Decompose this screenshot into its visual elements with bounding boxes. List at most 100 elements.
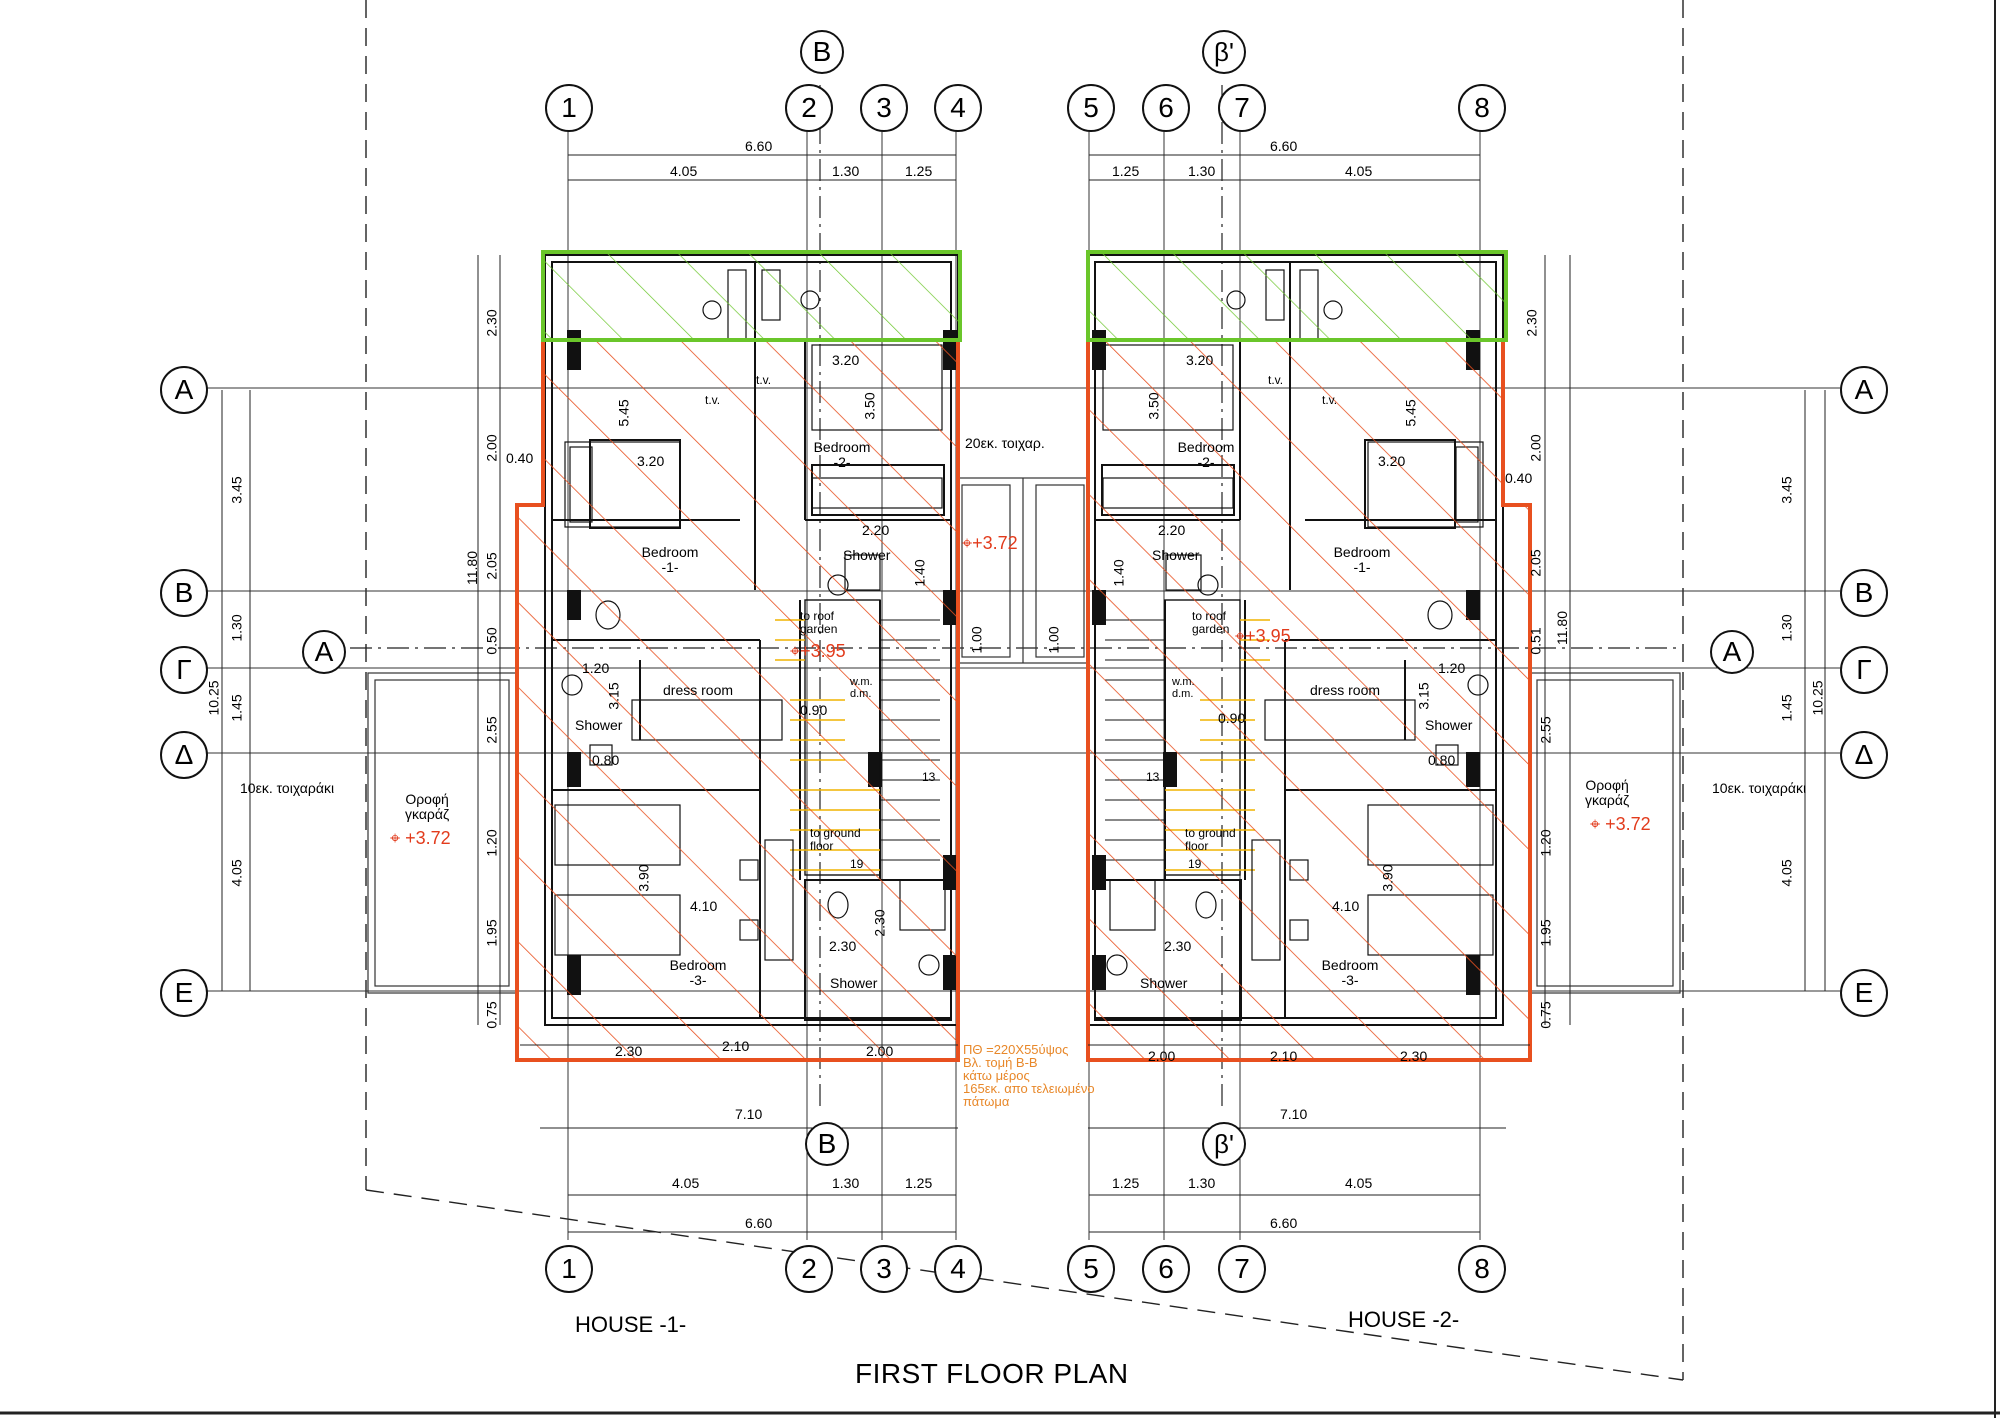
dim-h1-100: 1.00 [968,626,985,654]
dim-v-left-195: 1.95 [483,919,500,947]
grid-bubble-D-left: Δ [160,731,208,779]
grid-bubble-1-top: 1 [545,84,593,132]
annotation-wall-20: 20εκ. τοιχαρ. [965,435,1045,451]
level-marker-372-garage-left: ⌖ +3.72 [390,828,451,848]
annotation-wall-10-left: 10εκ. τοιχαράκι [240,780,335,796]
room-dress-room-h2: dress room [1310,682,1381,698]
beam-note: ΠΘ =220Χ55ύψος Βλ. τομή Β-Β κάτω μέρος 1… [963,1043,1095,1108]
garage-roof-line-2: γκαράζ [405,806,450,822]
dim-h2-410: 4.10 [1332,898,1360,914]
dim-v-left-1025: 10.25 [205,680,222,716]
dim-h1-090: 0.90 [800,702,828,718]
dim-bottom-130-left: 1.30 [832,1175,860,1191]
dim-bottom-660-right: 6.60 [1270,1215,1298,1231]
dim-h1-120: 1.20 [582,660,610,676]
dim-h2-120: 1.20 [1438,660,1466,676]
dim-v-left-405: 4.05 [228,859,245,887]
grid-bubble-1-bottom: 1 [545,1245,593,1293]
dim-v-right-1025: 10.25 [1809,680,1826,716]
section-marker-B-bottom: B [805,1122,849,1166]
dim-v-left-200: 2.00 [483,434,500,462]
level-value: +3.72 [972,533,1018,553]
dim-v-right-255: 2.55 [1537,716,1554,744]
garage-roof-line-1: Οροφή [405,791,449,807]
room-bedroom-3-h1: Bedroom -3- [669,957,727,988]
dim-bottom-right-seg-1: 2.00 [1148,1048,1176,1064]
dim-v-left-130: 1.30 [228,614,245,642]
dim-h1-315: 3.15 [605,682,622,710]
dim-v-right-1180: 11.80 [1554,611,1570,645]
dim-h2-stair-13: 13 [1146,770,1160,784]
dim-v-left-205: 2.05 [483,552,500,580]
room-shower-a-h1: Shower [843,547,891,563]
room-wm-h2: w.m. d.m. [1172,676,1195,700]
dim-bottom-125-left: 1.25 [905,1175,933,1191]
dim-v-right-195: 1.95 [1537,919,1554,947]
room-to-roof-h1: to roof garden [800,609,838,636]
grid-bubble-2-bottom: 2 [785,1245,833,1293]
annotation-garage-roof-right: Οροφή γκαράζ [1585,778,1629,808]
dim-v-left-1180: 11.80 [464,551,480,585]
room-bedroom-2-h1: Bedroom -2- [813,439,871,470]
dim-bottom-405-left: 4.05 [672,1175,700,1191]
grid-bubble-G-right: Γ [1840,646,1888,694]
dim-v-right-130: 1.30 [1778,614,1795,642]
dim-h1-230: 2.30 [829,938,857,954]
page-title: FIRST FLOOR PLAN [855,1358,1129,1389]
level-value: +3.72 [405,828,451,848]
dim-h1-bed2-320: 3.20 [832,352,860,368]
dim-h2-350: 3.50 [1145,392,1162,420]
level-value: +3.95 [800,641,846,661]
dim-v-left-345: 3.45 [228,476,245,504]
dim-v-right-200: 2.00 [1527,434,1544,462]
room-tv-1-h1: t.v. [705,393,721,407]
dim-710-left: 7.10 [735,1106,763,1122]
dim-v-left-230: 2.30 [483,309,500,337]
beam-note-line-4: 165εκ. απο τελειωμένο [963,1081,1095,1096]
level-marker-395-h2: ⌖+3.95 [1235,626,1291,646]
dim-h2-bed1-320: 3.20 [1378,453,1406,469]
room-bedroom-1-h1: Bedroom -1- [641,544,699,575]
dim-h2-390: 3.90 [1379,864,1396,892]
dim-h2-bed2-320: 3.20 [1186,352,1214,368]
dim-right-top-seg-3: 4.05 [1345,163,1373,179]
dim-h2-100: 1.00 [1045,626,1062,654]
grid-bubble-5-top: 5 [1067,84,1115,132]
dim-bottom-right-seg-5: 2.30 [1400,1048,1428,1064]
garage-roof-line-1: Οροφή [1585,777,1629,793]
dim-h1-stair-13: 13 [922,770,936,784]
dim-v-left-050: 0.50 [483,627,500,655]
dim-bottom-130-right: 1.30 [1188,1175,1216,1191]
house-2-label: HOUSE -2- [1348,1307,1460,1332]
dim-left-top-seg-1: 4.05 [670,163,698,179]
grid-bubble-4-bottom: 4 [934,1245,982,1293]
grid-bubble-D-right: Δ [1840,731,1888,779]
level-marker-395-h1: ⌖+3.95 [790,641,846,661]
dim-h1-410: 4.10 [690,898,718,914]
dim-left-top-seg-3: 1.25 [905,163,933,179]
dim-v-right-230: 2.30 [1523,309,1540,337]
dim-v-right-345: 3.45 [1778,476,1795,504]
dim-bottom-left-seg-4: 2.00 [866,1043,894,1059]
dim-h2-140: 1.40 [1110,559,1127,587]
grid-bubble-E-left: E [160,969,208,1017]
grid-bubble-E-right: E [1840,969,1888,1017]
grid-bubble-6-top: 6 [1142,84,1190,132]
dim-v-left-120: 1.20 [483,829,500,857]
room-tv-2-h1: t.v. [756,373,772,387]
room-to-ground-h2: to ground floor [1185,826,1236,853]
dim-bottom-right-seg-3: 2.10 [1270,1048,1298,1064]
dim-710-right: 7.10 [1280,1106,1308,1122]
room-shower-c-h2: Shower [1140,975,1188,991]
room-dress-room-h1: dress room [663,682,734,698]
dim-v-right-405: 4.05 [1778,859,1795,887]
section-marker-A-right: A [1710,630,1754,674]
beam-note-line-3: κάτω μέρος [963,1068,1030,1083]
room-tv-2-h2: t.v. [1268,373,1284,387]
grid-bubble-4-top: 4 [934,84,982,132]
dim-h1-545: 5.45 [615,399,632,427]
grid-bubble-7-bottom: 7 [1218,1245,1266,1293]
room-wm-h1: w.m. d.m. [850,676,873,700]
beam-note-line-2: Βλ. τομή Β-Β [963,1055,1038,1070]
dim-bottom-405-right: 4.05 [1345,1175,1373,1191]
